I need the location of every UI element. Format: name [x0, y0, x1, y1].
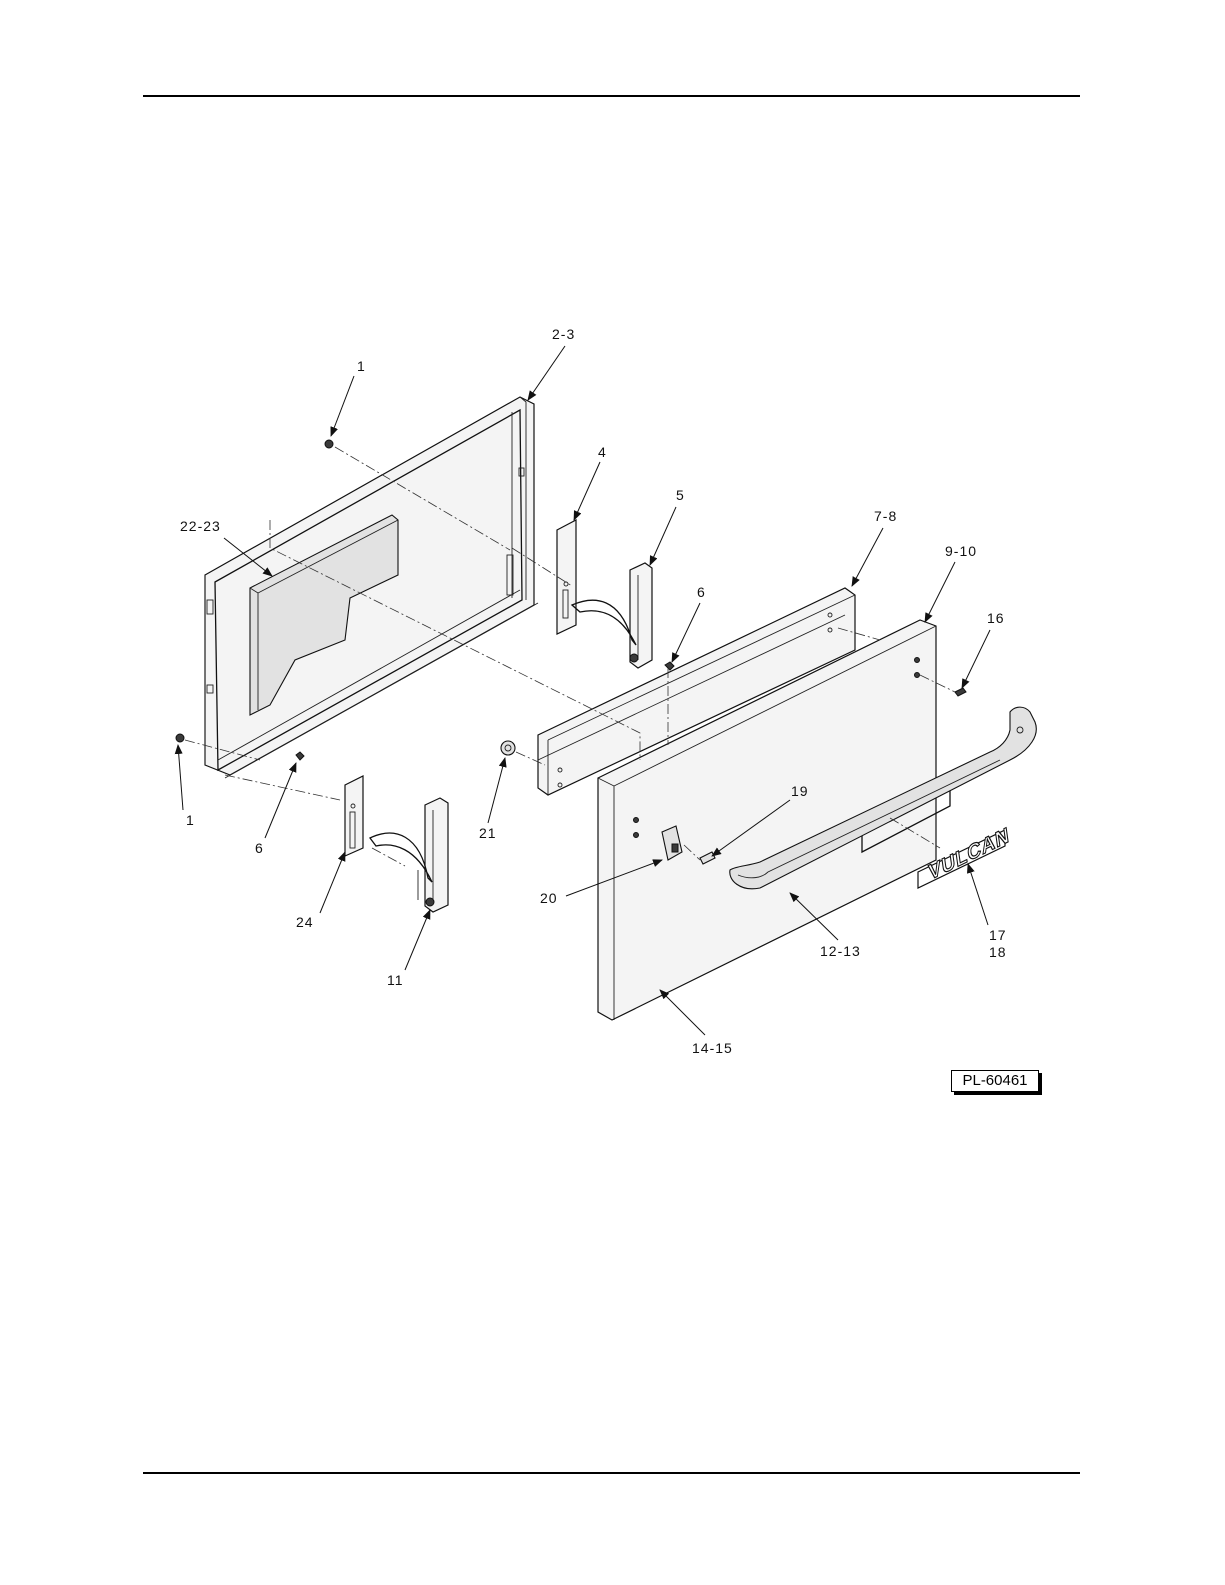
- callout-4: 4: [598, 444, 607, 460]
- screw-16: [955, 688, 966, 696]
- figure-reference-box: PL-60461: [951, 1070, 1039, 1092]
- callout-19: 19: [791, 783, 809, 799]
- bumper-21: [501, 741, 515, 755]
- callout-21: 21: [479, 825, 497, 841]
- hinge-lower: [370, 798, 448, 912]
- hinge-plate-upper: [557, 520, 576, 634]
- callout-1-top: 1: [357, 358, 366, 374]
- callout-16: 16: [987, 610, 1005, 626]
- callout-22-23: 22-23: [180, 518, 221, 534]
- callout-17: 17: [989, 927, 1007, 943]
- callout-14-15: 14-15: [692, 1040, 733, 1056]
- callout-9-10: 9-10: [945, 543, 977, 559]
- callout-24: 24: [296, 914, 314, 930]
- callout-6-bottom: 6: [255, 840, 264, 856]
- screw-6b: [296, 752, 304, 760]
- callout-7-8: 7-8: [874, 508, 897, 524]
- callout-20: 20: [540, 890, 558, 906]
- callout-2-3: 2-3: [552, 326, 575, 342]
- callout-5: 5: [676, 487, 685, 503]
- screw-1b: [176, 734, 184, 742]
- logo-text: VULCAN: [927, 823, 1011, 885]
- screw-1a: [325, 440, 333, 448]
- callout-12-13: 12-13: [820, 943, 861, 959]
- hinge-upper: [572, 563, 652, 668]
- callout-11: 11: [387, 972, 404, 988]
- hinge-plate-lower: [345, 776, 363, 856]
- callout-1-bottom: 1: [186, 812, 195, 828]
- screw-6a: [665, 662, 674, 670]
- callout-18: 18: [989, 944, 1007, 960]
- callout-6-top: 6: [697, 584, 706, 600]
